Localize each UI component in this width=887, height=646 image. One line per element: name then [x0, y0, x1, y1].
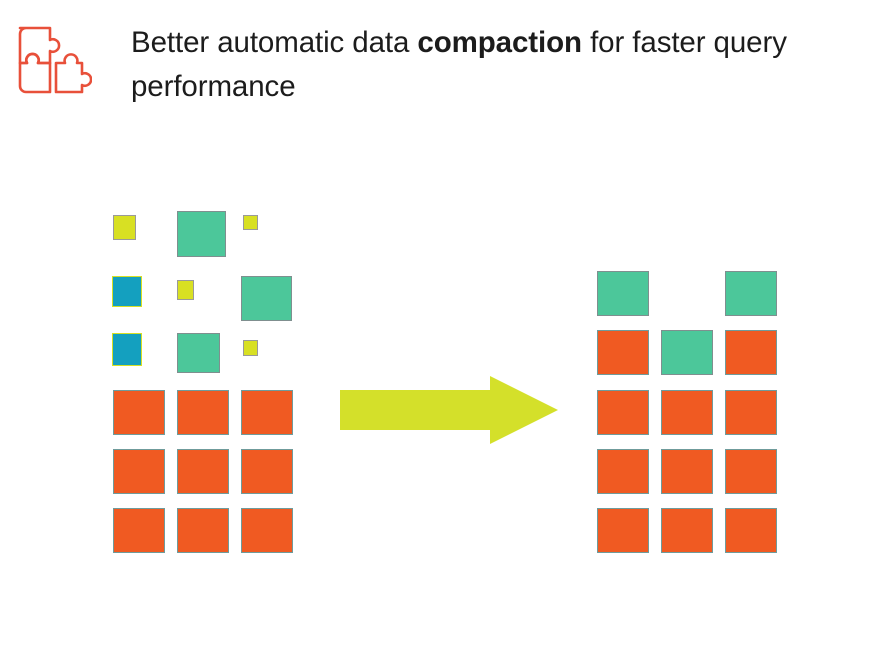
data-file-block-orange [725, 449, 777, 494]
data-file-block-orange [241, 508, 293, 553]
page-title: Better automatic data compaction for fas… [131, 21, 861, 109]
data-file-block-orange [597, 390, 649, 435]
data-file-block-orange [661, 449, 713, 494]
title-text-after: for faster query performance [131, 26, 795, 103]
data-file-block-orange [177, 508, 229, 553]
data-file-block-orange [597, 449, 649, 494]
data-file-block-green [241, 276, 292, 321]
slide-header: Better automatic data compaction for fas… [0, 0, 887, 130]
data-file-block-green [177, 333, 220, 373]
data-file-block-orange [725, 390, 777, 435]
data-file-block-orange [113, 449, 165, 494]
data-file-block-blue [112, 276, 142, 307]
data-file-block-blue [112, 333, 142, 366]
puzzle-pieces-icon [8, 18, 93, 102]
data-file-block-orange [177, 449, 229, 494]
data-file-block-yellow [243, 215, 258, 230]
data-file-block-orange [113, 508, 165, 553]
data-file-block-yellow [113, 215, 136, 240]
data-file-block-green [725, 271, 777, 316]
data-file-block-orange [597, 330, 649, 375]
data-file-block-yellow [243, 340, 258, 356]
data-file-block-orange [241, 449, 293, 494]
data-file-block-orange [661, 508, 713, 553]
title-text-emphasis: compaction [417, 26, 582, 59]
compaction-arrow-icon [340, 376, 558, 444]
data-file-block-orange [177, 390, 229, 435]
data-file-block-green [597, 271, 649, 316]
data-file-block-orange [725, 330, 777, 375]
data-file-block-orange [241, 390, 293, 435]
data-file-block-green [177, 211, 226, 257]
data-file-block-orange [725, 508, 777, 553]
title-text-before: Better automatic data [131, 26, 418, 59]
data-file-block-green [661, 330, 713, 375]
data-file-block-orange [661, 390, 713, 435]
data-file-block-orange [113, 390, 165, 435]
data-file-block-orange [597, 508, 649, 553]
data-file-block-yellow [177, 280, 194, 300]
